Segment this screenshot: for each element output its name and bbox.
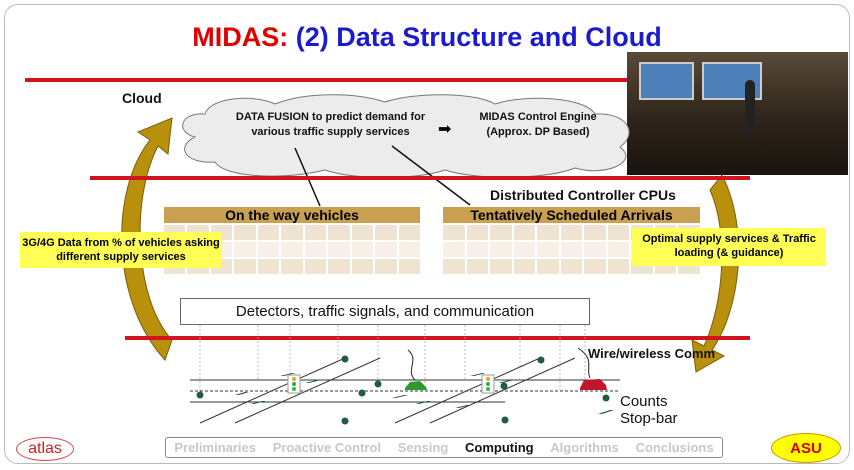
divider-line xyxy=(90,176,750,180)
nav-sensing[interactable]: Sensing xyxy=(397,440,449,455)
divider-line xyxy=(25,78,630,82)
cloud-label: Cloud xyxy=(122,90,162,106)
speaker-video xyxy=(627,52,848,175)
section-nav: Preliminaries Proactive Control Sensing … xyxy=(165,437,723,458)
asu-logo: ASU xyxy=(771,433,841,463)
arrow-right-icon: ➡ xyxy=(438,121,452,138)
comm-label: Wire/wireless Comm xyxy=(588,346,716,361)
nav-preliminaries[interactable]: Preliminaries xyxy=(174,440,256,455)
atlas-logo: atlas xyxy=(16,437,74,461)
divider-line xyxy=(125,336,750,340)
nav-algorithms[interactable]: Algorithms xyxy=(550,440,619,455)
legend-stopbar: Stop-bar xyxy=(620,410,678,427)
engine-text: MIDAS Control Engine (Approx. DP Based) xyxy=(479,111,597,138)
slide-title: MIDAS: (2) Data Structure and Cloud xyxy=(192,22,662,52)
detectors-box: Detectors, traffic signals, and communic… xyxy=(180,298,590,325)
slide-frame xyxy=(4,4,850,464)
table-on-the-way: On the way vehicles xyxy=(164,207,420,274)
cloud-shape xyxy=(182,94,630,178)
legend-counts: Counts xyxy=(620,393,668,410)
right-note: Optimal supply services & Traffic loadin… xyxy=(632,228,826,266)
cpu-label: Distributed Controller CPUs xyxy=(490,187,676,203)
left-note: 3G/4G Data from % of vehicles asking dif… xyxy=(20,232,222,268)
nav-computing[interactable]: Computing xyxy=(465,440,534,455)
nav-conclusions[interactable]: Conclusions xyxy=(635,440,714,455)
nav-proactive-control[interactable]: Proactive Control xyxy=(272,440,382,455)
fusion-text: DATA FUSION to predict demand for variou… xyxy=(235,111,426,138)
